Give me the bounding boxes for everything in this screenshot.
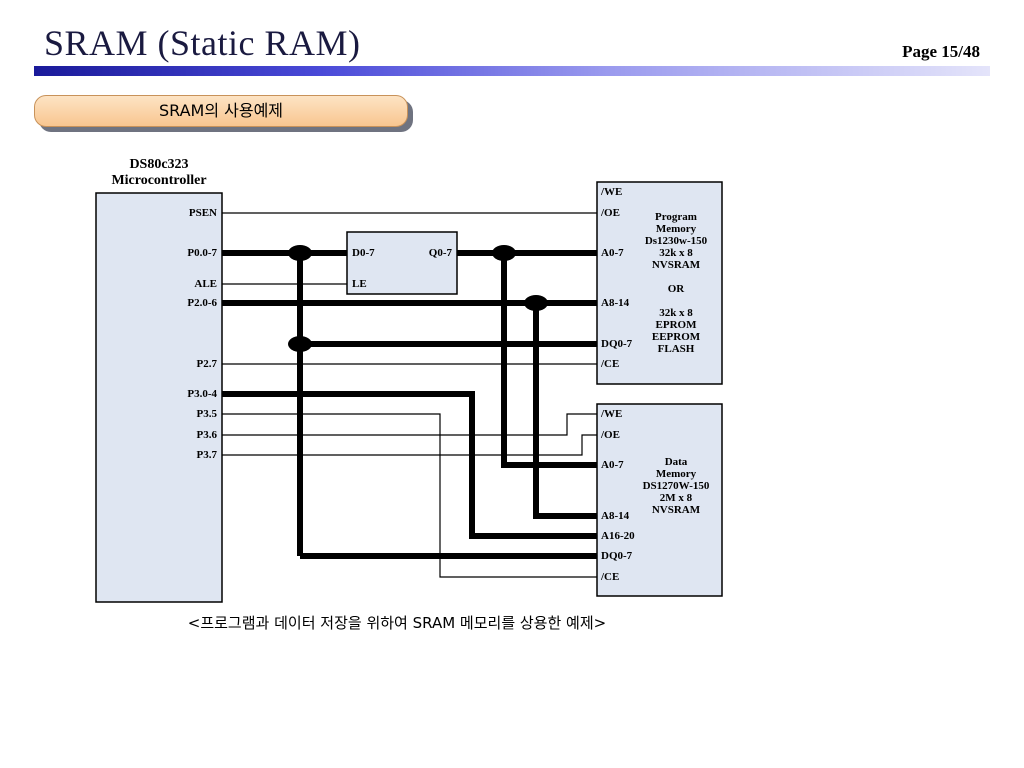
pm-label-line: Memory: [656, 223, 697, 235]
dm-pin-a0-7: A0-7: [601, 459, 624, 471]
mcu-title-line1: DS80c323: [129, 157, 188, 172]
dm-label-line: DS1270W-150: [643, 480, 710, 492]
pm-pin-oe: /OE: [600, 207, 620, 219]
dm-pin-a16-20: A16-20: [601, 530, 635, 542]
mcu-pin-ale: ALE: [194, 278, 217, 290]
thin-wires: [222, 212, 597, 578]
mcu-pin-p3-5: P3.5: [197, 408, 218, 420]
dm-pin-dq0-7: DQ0-7: [601, 550, 633, 562]
title-underline-bar: [34, 66, 990, 76]
pm-pin-we: /WE: [600, 186, 622, 198]
dm-label-line: 2M x 8: [660, 492, 693, 504]
mcu-pin-p2-7: P2.7: [197, 358, 218, 370]
mcu-box: [95, 192, 223, 603]
pm-label-line: NVSRAM: [652, 259, 701, 271]
mcu-pin-p3-7: P3.7: [197, 449, 218, 461]
pm-pin-a8-14: A8-14: [601, 297, 630, 309]
pm-pin-a0-7: A0-7: [601, 247, 624, 259]
slide-title: SRAM (Static RAM): [44, 23, 361, 63]
dm-pin-we: /WE: [600, 408, 622, 420]
latch-pin-q: Q0-7: [429, 247, 453, 259]
bus-wires: [222, 250, 597, 559]
pm-pin-ce: /CE: [600, 358, 619, 370]
mcu-pin-p0: P0.0-7: [187, 247, 217, 259]
mcu-pin-p2-0-6: P2.0-6: [187, 297, 217, 309]
mcu-title-line2: Microcontroller: [111, 173, 206, 188]
dm-pin-a8-14: A8-14: [601, 510, 630, 522]
latch-pin-d: D0-7: [352, 247, 375, 259]
dm-pin-oe: /OE: [600, 429, 620, 441]
dm-label-line: Data: [665, 456, 688, 468]
dm-label-line: NVSRAM: [652, 504, 701, 516]
pm-label-line: 32k x 8: [659, 247, 693, 259]
section-label: SRAM의 사용예제: [34, 95, 408, 127]
pm-label-line: Program: [655, 211, 697, 223]
mcu-pin-psen: PSEN: [189, 207, 217, 219]
mcu-pin-p3-0-4: P3.0-4: [187, 388, 217, 400]
pm-label-line: Ds1230w-150: [645, 235, 708, 247]
latch-box: [346, 231, 458, 295]
pm-label-line: EEPROM: [652, 331, 701, 343]
junction-dots: [288, 245, 548, 352]
page-number: Page 15/48: [902, 42, 980, 61]
program-memory-box: [596, 181, 723, 385]
dm-label-line: Memory: [656, 468, 697, 480]
section-label-box: SRAM의 사용예제: [34, 95, 413, 132]
pm-label-line: 32k x 8: [659, 307, 693, 319]
pm-pin-dq0-7: DQ0-7: [601, 338, 633, 350]
data-memory-box: [596, 403, 723, 597]
pm-label-line: EPROM: [656, 319, 698, 331]
mcu-pin-p3-6: P3.6: [197, 429, 218, 441]
dm-pin-ce: /CE: [600, 571, 619, 583]
latch-pin-le: LE: [352, 278, 367, 290]
pm-label-line: FLASH: [658, 343, 695, 355]
pm-label-line: OR: [668, 283, 686, 295]
diagram-caption: <프로그램과 데이터 저장을 위하여 SRAM 메모리를 상용한 예제>: [187, 614, 607, 632]
